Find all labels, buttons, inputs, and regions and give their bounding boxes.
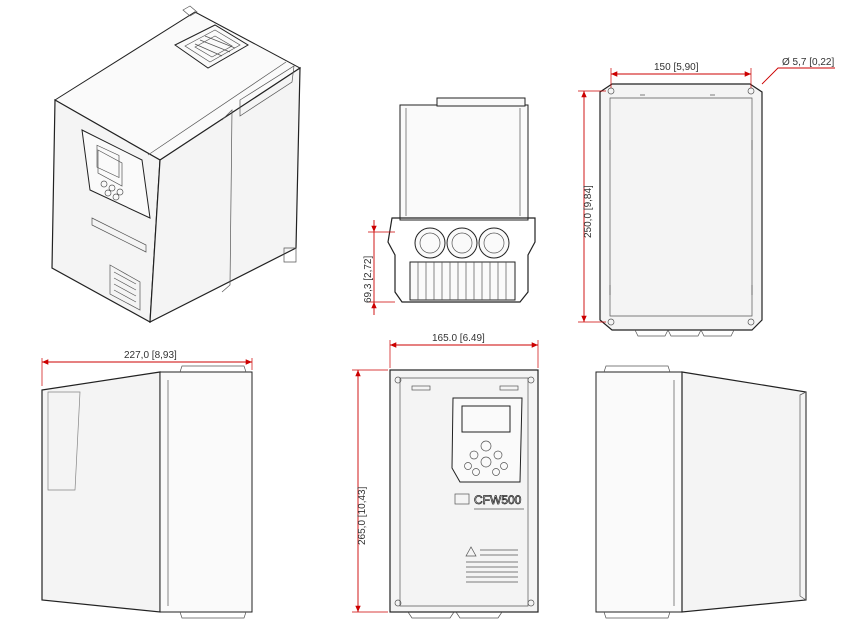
- fan-icon: [184, 29, 241, 63]
- dim-rear-height: 250,0 [9,84]: [583, 185, 594, 238]
- right-side-view: [595, 365, 807, 619]
- dim-top-width: 150 [5,90]: [654, 62, 699, 73]
- dim-bottom-depth: 69,3 [2,72]: [363, 256, 374, 303]
- keypad-buttons-icon: [464, 440, 508, 476]
- mounting-hole-icon: [394, 376, 535, 607]
- brand-text: CFW500: [474, 493, 522, 507]
- weg-logo-icon: [454, 493, 470, 505]
- dim-side-depth: 227,0 [8,93]: [124, 350, 177, 361]
- left-side-view: 227,0 [8,93]: [41, 350, 253, 619]
- dim-hole-diameter: Ø 5,7 [0,22]: [782, 57, 834, 68]
- display-screen: [461, 405, 511, 433]
- bottom-view: 69,3 [2,72]: [363, 97, 536, 315]
- keypad-buttons-icon: [100, 180, 124, 201]
- dim-front-height: 265,0 [10,43]: [357, 486, 368, 545]
- warning-label-icon: [465, 546, 518, 583]
- front-view: CFW500 165.0 [6.49] 265,0 [10,43]: [352, 333, 539, 619]
- isometric-view: [51, 5, 301, 324]
- rear-view: 150 [5,90] Ø 5,7 [0,22] 250,0 [9,84]: [578, 57, 835, 337]
- dim-front-width: 165.0 [6.49]: [432, 333, 485, 344]
- cable-gland-icon: [414, 227, 510, 259]
- mounting-hole-icon: [607, 87, 755, 326]
- heatsink-fins-icon: [409, 261, 516, 301]
